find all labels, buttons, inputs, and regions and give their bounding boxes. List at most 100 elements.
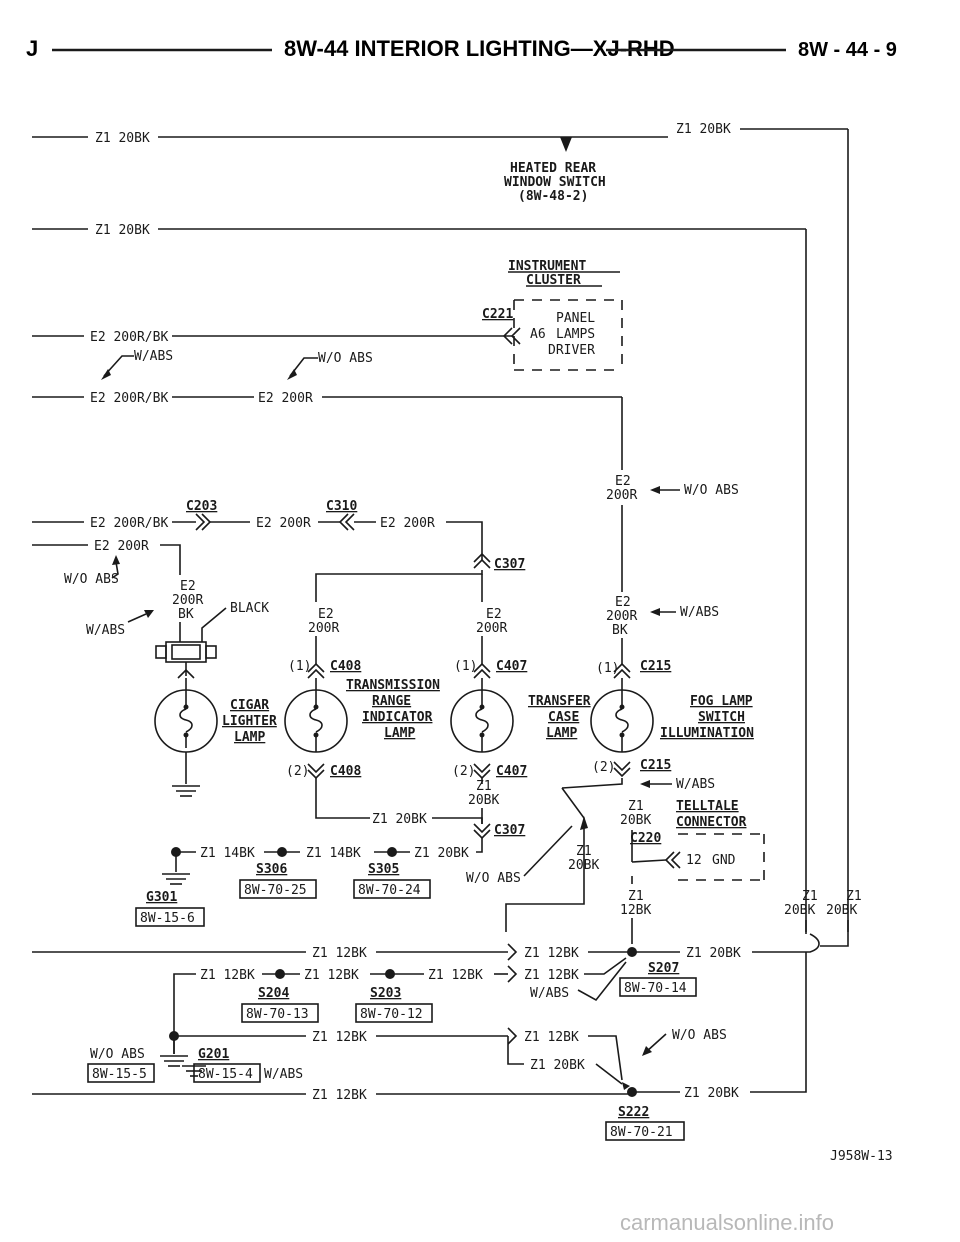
arrow-head — [650, 486, 660, 494]
lamp-label: LAMP — [384, 726, 415, 741]
option-label: W/O ABS — [684, 483, 739, 498]
lamp-label: TRANSFER — [528, 694, 591, 709]
splice-dot — [277, 847, 287, 857]
lamp-label: RANGE — [372, 694, 411, 709]
wire-label: Z1 — [628, 889, 644, 904]
connector-symbol — [473, 662, 491, 673]
connector-c215: C215 — [640, 659, 671, 674]
option-pointer — [523, 825, 573, 877]
wire-label: Z1 12BK — [524, 946, 579, 961]
connector-symbol — [507, 943, 518, 961]
ref-s207: 8W-70-14 — [624, 981, 687, 996]
wire-label: Z1 — [628, 799, 644, 814]
ground-g301: G301 — [146, 890, 177, 905]
lamp-label: LAMP — [234, 730, 265, 745]
wire — [588, 1035, 623, 1081]
wire-label: E2 — [486, 607, 502, 622]
splice-s305: S305 — [368, 862, 399, 877]
ref-s222: 8W-70-21 — [610, 1125, 673, 1140]
wire-label: E2 200R — [256, 516, 311, 531]
wire-label: Z1 — [802, 889, 818, 904]
wire-e2-200r — [315, 570, 483, 602]
option-pointer — [127, 613, 147, 623]
connector-symbol — [473, 668, 491, 679]
connector-symbol — [307, 763, 325, 774]
connector-symbol — [613, 662, 631, 673]
wire-z1-12bk — [173, 973, 196, 1054]
header-section: J — [26, 36, 38, 61]
connector-c221: C221 — [482, 307, 513, 322]
wire-label: Z1 20BK — [684, 1086, 739, 1101]
ref-box — [619, 977, 697, 997]
wire-label: E2 200R/BK — [90, 516, 168, 531]
wire-z1-20bk — [820, 934, 849, 947]
option-label: W/ABS — [680, 605, 719, 620]
lamp-label: LIGHTER — [222, 714, 277, 729]
option-label: W/ABS — [264, 1067, 303, 1082]
wire-label: 200R — [476, 621, 507, 636]
splice-s306: S306 — [256, 862, 287, 877]
figure-id: J958W-13 — [830, 1149, 893, 1164]
arrow-head — [287, 369, 297, 380]
pin-number: (2) — [286, 764, 309, 779]
cluster-label: INSTRUMENT — [508, 259, 586, 274]
wire-label: BK — [612, 623, 628, 638]
telltale-label: CONNECTOR — [676, 815, 747, 830]
transfer-case-lamp — [450, 678, 514, 753]
switch-ref: (8W-48-2) — [518, 189, 588, 204]
wire-label: Z1 12BK — [524, 968, 579, 983]
arrow-head — [580, 816, 588, 830]
lamp-label: SWITCH — [698, 710, 745, 725]
wire-label: Z1 12BK — [312, 946, 367, 961]
connector-symbol — [473, 763, 491, 774]
wire-label: E2 200R — [380, 516, 435, 531]
splice-dot — [385, 969, 395, 979]
ref-box — [355, 1003, 433, 1023]
wire-label: 20BK — [468, 793, 499, 808]
ref-box — [353, 879, 431, 899]
wire-label: Z1 — [846, 889, 862, 904]
wire-label: 20BK — [826, 903, 857, 918]
option-pointer — [103, 355, 134, 377]
ground-g201: G201 — [198, 1047, 229, 1062]
connector-symbol — [307, 668, 325, 679]
option-label: W/O ABS — [318, 351, 373, 366]
wire-z1-20bk — [315, 778, 370, 819]
wire-label: Z1 14BK — [306, 846, 361, 861]
splice-dot — [275, 969, 285, 979]
switch-label: WINDOW SWITCH — [504, 175, 606, 190]
connector-symbol — [473, 558, 491, 569]
lamp-label: CASE — [548, 710, 579, 725]
cluster-pin-text: DRIVER — [548, 343, 595, 358]
ref-box — [135, 907, 205, 927]
fog-lamp-switch-lamp — [590, 678, 654, 753]
wire-label: Z1 20BK — [372, 812, 427, 827]
wire-color-label: BLACK — [230, 601, 269, 616]
pin-number: (2) — [592, 760, 615, 775]
cluster-pin-text: LAMPS — [556, 327, 595, 342]
ref-box — [193, 1063, 261, 1083]
telltale-label: TELLTALE — [676, 799, 739, 814]
connector-symbol — [613, 767, 631, 778]
ref-s204: 8W-70-13 — [246, 1007, 309, 1022]
wire-label: Z1 14BK — [200, 846, 255, 861]
connector-c408: C408 — [330, 659, 361, 674]
lamp-label: ILLUMINATION — [660, 726, 754, 741]
header-title: 8W-44 INTERIOR LIGHTING—XJ-RHD — [284, 36, 675, 61]
connector-symbol — [338, 513, 355, 531]
pin-number: (2) — [452, 764, 475, 779]
pin-number: (1) — [596, 661, 619, 676]
wire-label: Z1 20BK — [676, 122, 731, 137]
wire-label: Z1 20BK — [686, 946, 741, 961]
wire-z1-20bk — [432, 817, 483, 824]
connector-c310: C310 — [326, 499, 357, 514]
ref-s305: 8W-70-24 — [358, 883, 421, 898]
cluster-label: CLUSTER — [526, 273, 581, 288]
wire-label: Z1 — [476, 779, 492, 794]
wire — [584, 957, 627, 975]
wire — [507, 1036, 524, 1065]
wire-label: E2 200R — [94, 539, 149, 554]
wire-z1-20bk — [750, 952, 807, 1093]
connector-c407: C407 — [496, 764, 527, 779]
wire-label: E2 — [318, 607, 334, 622]
